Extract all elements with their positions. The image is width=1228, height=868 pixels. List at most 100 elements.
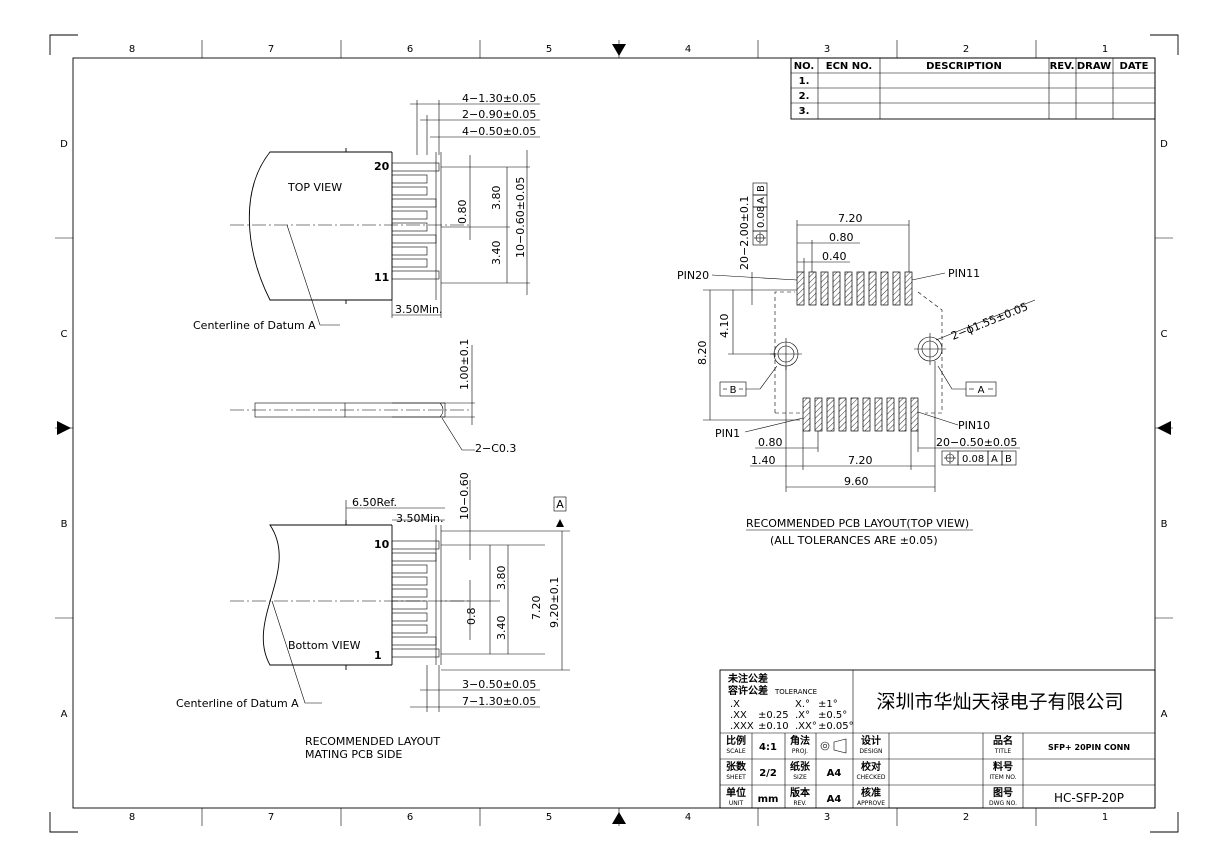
top-view-dim-pitch: 10−0.60±0.05 [514, 177, 527, 258]
pcb-pads-top [796, 271, 913, 306]
scale-value: 4:1 [759, 742, 777, 753]
zone-label: 1 [1102, 44, 1108, 55]
sheet-label: 张数 [726, 760, 747, 773]
pcb-caption-2: (ALL TOLERANCES ARE ±0.05) [770, 534, 938, 547]
pcb-dim-720-top: 7.20 [838, 212, 863, 225]
tol-cell: X.° [795, 699, 810, 710]
rev-label: 版本 [790, 786, 811, 799]
zone-label: 7 [268, 812, 274, 823]
bottom-view-pin-10: 10 [374, 538, 390, 551]
bottom-view-dim-920: 9.20±0.1 [548, 577, 561, 628]
row-label: B [1161, 519, 1168, 530]
pcb-pin1: PIN1 [715, 427, 740, 440]
dwg-value: HC-SFP-20P [1054, 791, 1124, 805]
bottom-view-dim-340: 3.40 [495, 616, 508, 641]
size-value: A4 [827, 768, 842, 779]
zone-label: 8 [129, 812, 135, 823]
zone-label: 3 [824, 812, 830, 823]
pcb-pin10: PIN10 [958, 419, 990, 432]
top-view-dim-340: 3.40 [490, 241, 503, 266]
center-arrow-left-icon [57, 421, 71, 435]
revision-table: NO. ECN NO. DESCRIPTION REV. DRAW DATE 1… [790, 57, 1156, 120]
zone-labels-top: 8 7 6 5 4 3 2 1 [129, 44, 1108, 55]
bottom-view-dim-08: 0.8 [465, 608, 478, 626]
top-view-pin-20: 20 [374, 160, 390, 173]
sheet-label-en: SHEET [726, 774, 746, 781]
rev-header-rev: REV. [1050, 61, 1075, 72]
bottom-view-dim-pitch: 10−0.60 [458, 472, 471, 520]
title-block: 未注公差 容许公差 TOLERANCE .X X.° ±1° .XX ±0.25… [719, 669, 1156, 809]
rev-header-date: DATE [1120, 61, 1149, 72]
row-label: A [61, 709, 68, 720]
rev-header-description: DESCRIPTION [926, 61, 1002, 72]
zone-label: 4 [685, 812, 691, 823]
checked-label: 校对 [861, 760, 881, 773]
scale-label: 比例 [726, 734, 746, 747]
pcb-fcf-top-b: B [756, 185, 767, 192]
approve-label: 核准 [861, 786, 881, 799]
size-label: 纸张 [790, 760, 811, 773]
bottom-view: Bottom VIEW 10 1 6.50Ref. 3.50Min. 10−0.… [176, 472, 570, 761]
size-label-en: SIZE [793, 774, 807, 781]
pcb-fcf-bot-a: A [991, 454, 998, 465]
tol-cell: .X° [795, 710, 810, 721]
tol-cell: ±0.5° [818, 710, 847, 721]
pcb-hole-right [914, 333, 946, 365]
top-view-dim-380: 3.80 [490, 186, 503, 211]
rev-header-draw: DRAW [1077, 61, 1111, 72]
center-arrow-top-icon [612, 44, 626, 56]
item-label-en: ITEM NO. [989, 774, 1016, 781]
scale-label-en: SCALE [726, 748, 745, 755]
top-view-dim-1: 4−1.30±0.05 [462, 92, 536, 105]
pcb-dim-040: 0.40 [822, 250, 847, 263]
approve-label-en: APPROVE [857, 800, 885, 807]
sheet-frame [49, 34, 1179, 833]
pcb-fcf-top-a: A [756, 197, 767, 204]
rev-row-no: 3. [799, 106, 810, 117]
unit-label: 单位 [726, 786, 746, 799]
rev-row-no: 2. [799, 91, 810, 102]
tol-cell: .X [730, 699, 740, 710]
pcb-dim-080-top: 0.80 [829, 231, 854, 244]
side-view-dim-thick: 1.00±0.1 [458, 339, 471, 390]
bottom-view-dim-len: 3.50Min. [396, 512, 444, 525]
pcb-layout: 7.20 0.80 0.40 20−2.00±0.1 0.08 A B PIN2… [677, 182, 1036, 547]
tol-cell: ±0.10 [758, 721, 789, 732]
pcb-datum-b: B [730, 385, 737, 396]
pcb-dim-holes: 2−ϕ1.55±0.05 [949, 300, 1030, 343]
design-label-en: DESIGN [859, 748, 882, 755]
top-view-pin-11: 11 [374, 271, 389, 284]
pcb-pin11: PIN11 [948, 267, 980, 280]
zone-label: 2 [963, 44, 969, 55]
pcb-fcf-top-tol: 0.08 [756, 206, 767, 228]
bottom-view-dim-720: 7.20 [530, 596, 543, 621]
row-label: D [1160, 139, 1168, 150]
row-label: D [60, 139, 68, 150]
tol-sub-en: TOLERANCE [774, 688, 817, 696]
top-view-title: TOP VIEW [287, 181, 342, 194]
proj-label-en: PROJ. [792, 748, 808, 755]
center-arrow-bottom-icon [612, 812, 626, 824]
zone-label: 6 [407, 44, 413, 55]
zone-label: 7 [268, 44, 274, 55]
row-label: C [61, 329, 68, 340]
side-view: 1.00±0.1 2−C0.3 [230, 339, 516, 455]
center-arrow-right-icon [1157, 421, 1171, 435]
proj-label: 角法 [790, 734, 810, 747]
zone-label: 6 [407, 812, 413, 823]
pcb-datum-a: A [978, 385, 985, 396]
pcb-pin20: PIN20 [677, 269, 709, 282]
top-view-dim-len: 3.50Min. [395, 303, 443, 316]
bottom-view-caption-1: RECOMMENDED LAYOUT [305, 735, 440, 748]
checked-label-en: CHECKED [856, 774, 885, 781]
dwg-label: 图号 [993, 787, 1013, 799]
rev-header-ecn: ECN NO. [826, 61, 872, 72]
tol-sub-cn: 容许公差 [727, 684, 768, 697]
zone-label: 4 [685, 44, 691, 55]
tol-title: 未注公差 [727, 672, 768, 685]
bottom-view-datum-a: A [556, 498, 564, 511]
tol-cell: .XX° [795, 721, 817, 732]
title-label-en: TITLE [994, 748, 1011, 755]
zone-label: 5 [546, 812, 552, 823]
